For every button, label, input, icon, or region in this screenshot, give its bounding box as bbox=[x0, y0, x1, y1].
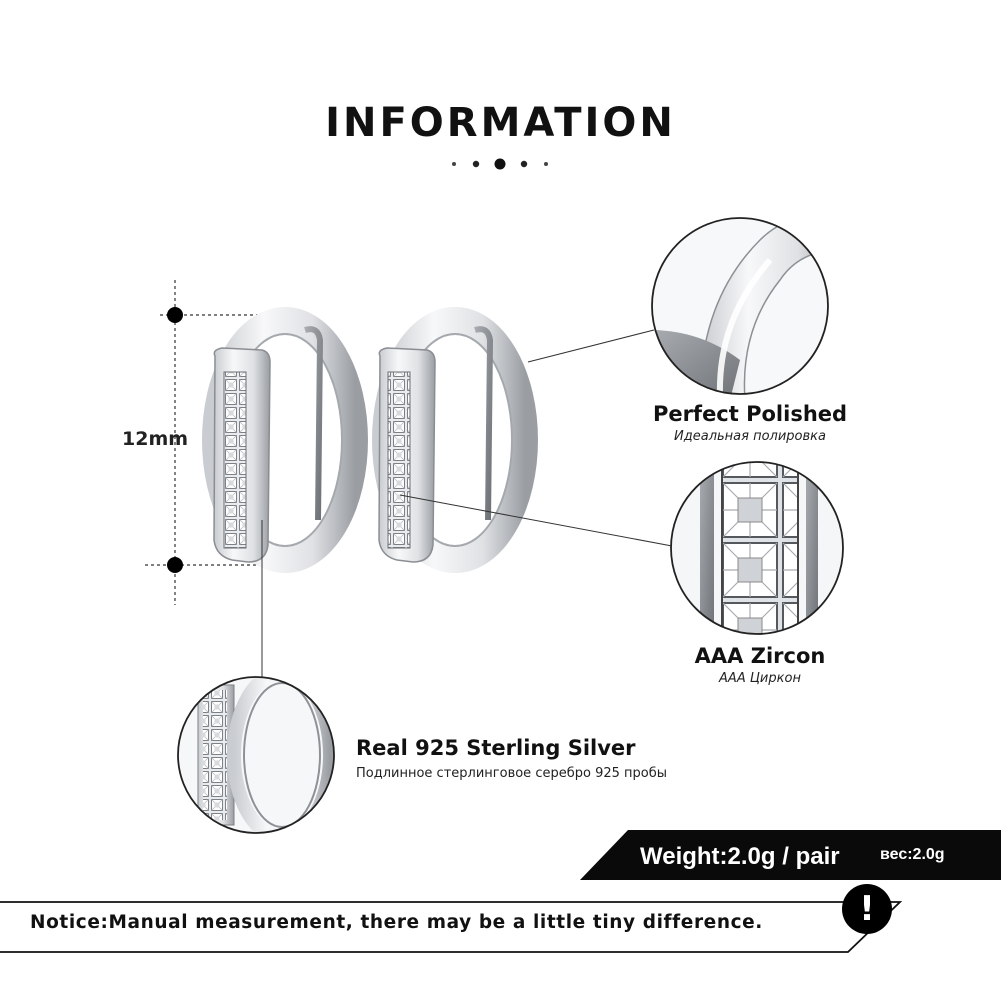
weight-banner bbox=[580, 830, 1001, 880]
title-divider-dots bbox=[452, 158, 548, 170]
weight-label-ru: вес:2.0g bbox=[880, 846, 945, 863]
zoom-circle-polished bbox=[651, 217, 829, 395]
zoom-circle-silver bbox=[177, 676, 335, 834]
zoom-circle-zircon bbox=[670, 461, 844, 635]
callout-lines bbox=[261, 329, 673, 678]
feature-zircon-title: AAA Zircon bbox=[694, 644, 826, 668]
size-label: 12mm bbox=[122, 428, 189, 450]
weight-label: Weight:2.0g / pair bbox=[640, 843, 840, 870]
feature-zircon-subtitle: AAA Циркон bbox=[719, 671, 801, 686]
left-earring bbox=[202, 307, 368, 573]
notice-text: Notice:Manual measurement, there may be … bbox=[30, 912, 763, 933]
exclamation-icon: ! bbox=[842, 884, 892, 934]
feature-polished-subtitle: Идеальная полировка bbox=[674, 429, 826, 444]
page-title: INFORMATION bbox=[325, 100, 676, 146]
right-earring bbox=[372, 307, 538, 573]
feature-polished-title: Perfect Polished bbox=[652, 402, 848, 426]
feature-silver-title: Real 925 Sterling Silver bbox=[356, 736, 636, 760]
feature-silver-subtitle: Подлинное стерлинговое серебро 925 пробы bbox=[356, 766, 667, 781]
